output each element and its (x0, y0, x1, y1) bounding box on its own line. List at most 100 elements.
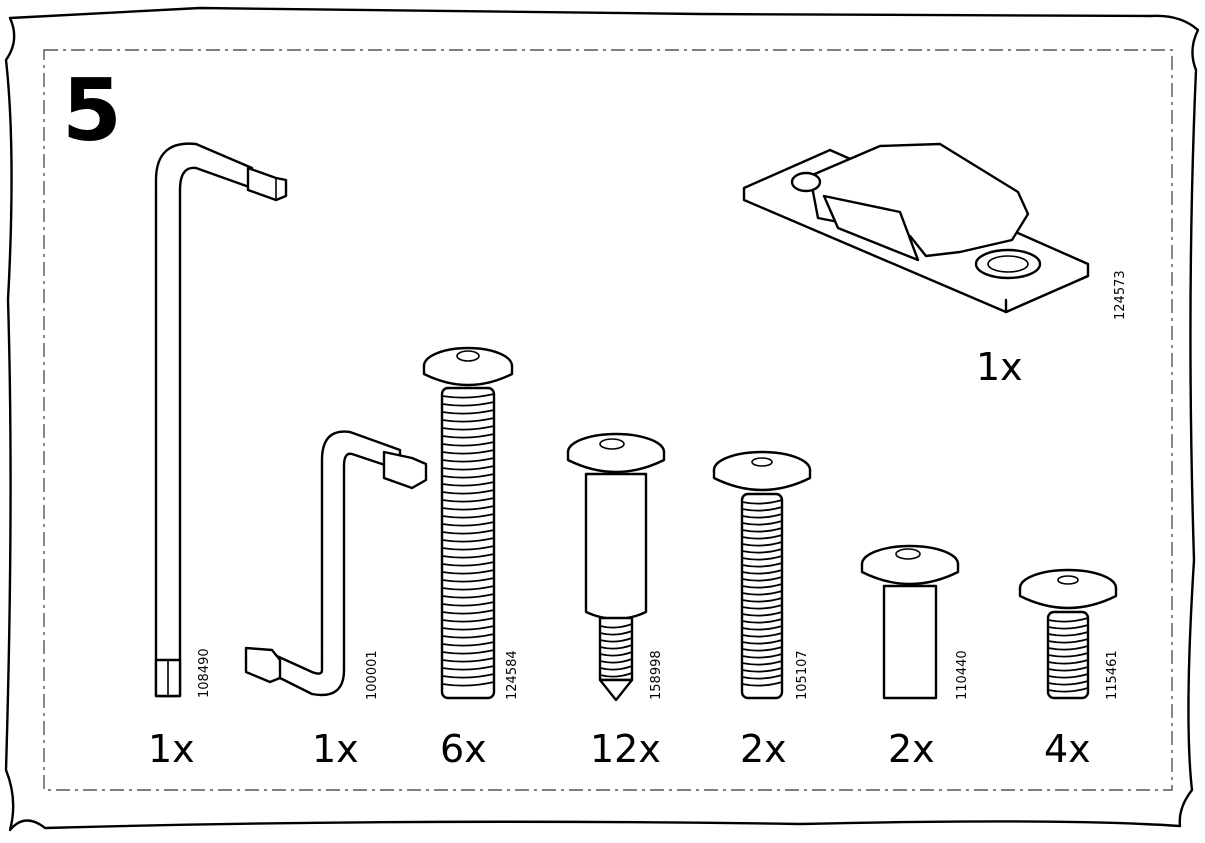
thread-line (1047, 617, 1089, 623)
barrel-nut-icon (860, 544, 960, 700)
thread-line (741, 506, 783, 512)
thread-line (741, 618, 783, 624)
thread-line (741, 646, 783, 652)
thread-line (741, 541, 783, 547)
thread-line (741, 660, 783, 666)
dashed-frame (43, 49, 1173, 791)
thread-line (599, 651, 633, 657)
thread-line (441, 601, 495, 607)
thread-line (599, 623, 633, 629)
thread-line (1047, 666, 1089, 672)
thread-line (741, 611, 783, 617)
thread-line (1047, 652, 1089, 658)
thread-line (441, 457, 495, 463)
thread-line (741, 562, 783, 568)
thread-line (599, 644, 633, 650)
shoulder-screw-icon (566, 432, 666, 702)
thread-line (441, 681, 495, 687)
thread-line (741, 625, 783, 631)
thread-line (741, 583, 783, 589)
thread-line (441, 449, 495, 455)
qty-bolt-short: 4x (1044, 727, 1091, 771)
thread-line (441, 673, 495, 679)
thread-line (441, 545, 495, 551)
thread-line (599, 672, 633, 678)
thread-line (599, 658, 633, 664)
qty-bolt-long: 6x (440, 727, 487, 771)
thread-line (1047, 659, 1089, 665)
thread-line (599, 665, 633, 671)
thread-line (441, 609, 495, 615)
thread-line (441, 657, 495, 663)
qty-shoulder-screw: 12x (590, 727, 661, 771)
thread-line (741, 569, 783, 575)
thread-line (741, 653, 783, 659)
thread-line (1047, 645, 1089, 651)
part-code-108490: 108490 (197, 648, 212, 698)
thread-line (441, 641, 495, 647)
thread-line (441, 521, 495, 527)
step-number: 5 (62, 61, 122, 161)
thread-line (741, 548, 783, 554)
thread-line (441, 465, 495, 471)
part-code-115461: 115461 (1105, 650, 1120, 700)
part-code-105107: 105107 (795, 650, 810, 700)
part-code-124573: 124573 (1113, 270, 1128, 320)
thread-line (441, 577, 495, 583)
thread-line (441, 497, 495, 503)
thread-line (441, 585, 495, 591)
thread-line (441, 433, 495, 439)
thread-line (741, 674, 783, 680)
thread-line (441, 553, 495, 559)
thread-line (441, 473, 495, 479)
bolt-long-icon (422, 346, 514, 700)
qty-bracket: 1x (976, 345, 1023, 389)
thread-line (741, 590, 783, 596)
thread-line (441, 393, 495, 399)
thread-line (1047, 687, 1089, 693)
thread-line (441, 481, 495, 487)
thread-line (741, 534, 783, 540)
thread-line (441, 441, 495, 447)
thread-line (741, 639, 783, 645)
thread-line (741, 604, 783, 610)
thread-line (441, 513, 495, 519)
qty-bolt-medium: 2x (740, 727, 787, 771)
qty-barrel-nut: 2x (888, 727, 935, 771)
part-code-158998: 158998 (649, 650, 664, 700)
thread-line (741, 499, 783, 505)
thread-line (599, 637, 633, 643)
bracket-icon (742, 142, 1090, 314)
thread-line (741, 667, 783, 673)
thread-line (1047, 631, 1089, 637)
thread-line (441, 593, 495, 599)
thread-line (741, 527, 783, 533)
thread-line (741, 597, 783, 603)
qty-allen-key-short: 1x (312, 727, 359, 771)
thread-line (441, 425, 495, 431)
thread-line (441, 417, 495, 423)
thread-line (741, 576, 783, 582)
thread-line (441, 409, 495, 415)
thread-line (441, 633, 495, 639)
part-code-124584: 124584 (505, 650, 520, 700)
thread-line (441, 649, 495, 655)
thread-line (441, 625, 495, 631)
thread-line (1047, 638, 1089, 644)
thread-line (441, 401, 495, 407)
thread-line (441, 489, 495, 495)
allen-key-long-icon (154, 142, 288, 698)
thread-line (741, 632, 783, 638)
part-code-100001: 100001 (365, 650, 380, 700)
thread-line (1047, 673, 1089, 679)
thread-line (741, 555, 783, 561)
thread-line (741, 513, 783, 519)
thread-line (599, 630, 633, 636)
thread-line (1047, 624, 1089, 630)
thread-line (441, 665, 495, 671)
thread-line (441, 529, 495, 535)
thread-line (441, 617, 495, 623)
thread-line (441, 561, 495, 567)
qty-allen-key-long: 1x (148, 727, 195, 771)
part-code-110440: 110440 (955, 650, 970, 700)
